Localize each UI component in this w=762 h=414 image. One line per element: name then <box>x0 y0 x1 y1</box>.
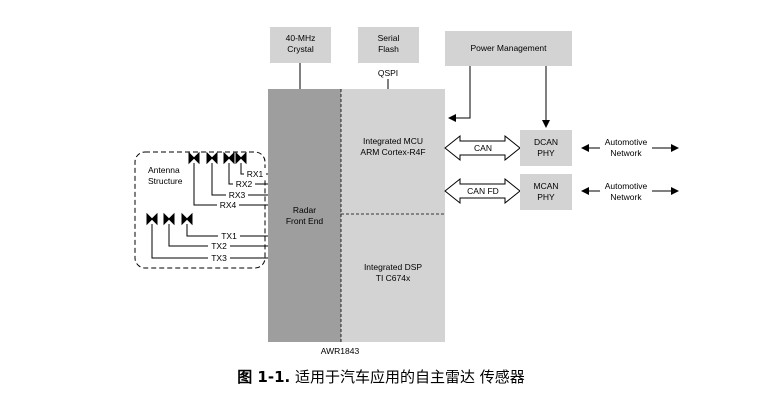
mcan-label-2: PHY <box>537 192 555 202</box>
crystal-block: 40-MHz Crystal <box>270 27 331 63</box>
figure-caption: 图 1-1. 适用于汽车应用的自主雷达 传感器 <box>0 366 762 387</box>
power-to-mcu-arrow <box>448 66 471 122</box>
dcan-phy-block: DCAN PHY <box>520 130 572 166</box>
power-label: Power Management <box>470 43 547 53</box>
dsp-label-1: Integrated DSP <box>364 262 422 272</box>
net1-label-2: Network <box>610 148 642 158</box>
net2-label-1: Automotive <box>605 181 648 191</box>
figure-number: 图 1-1. <box>237 368 291 386</box>
dsp-label-2: TI C674x <box>376 273 411 283</box>
mcan-phy-block: MCAN PHY <box>520 174 572 210</box>
rx1-label: RX1 <box>247 169 264 179</box>
tx1-label: TX1 <box>221 231 237 241</box>
rx2-label-bg <box>233 179 255 189</box>
flash-label-1: Serial <box>378 33 400 43</box>
antenna-structure-box <box>134 151 266 269</box>
mcu-label-2: ARM Cortex-R4F <box>360 147 425 157</box>
tx1-label-bg <box>218 231 240 241</box>
rx-antenna-elements <box>188 151 247 165</box>
rx4-label-bg <box>217 200 239 210</box>
can-bus-arrow: CAN <box>444 134 521 162</box>
rfe-label-2: Front End <box>286 216 324 226</box>
net2-label-2: Network <box>610 192 642 202</box>
rx3-label: RX3 <box>229 190 246 200</box>
dcan-label-2: PHY <box>537 148 555 158</box>
tx2-label-bg <box>208 241 230 251</box>
chip-label: AWR1843 <box>321 346 360 356</box>
dcan-label-1: DCAN <box>534 137 558 147</box>
mcu-label-1: Integrated MCU <box>363 136 423 146</box>
net1-label-1: Automotive <box>605 137 648 147</box>
tx-antenna-elements <box>146 212 193 226</box>
crystal-label-2: Crystal <box>287 44 314 54</box>
rx4-label: RX4 <box>220 200 237 210</box>
crystal-label-1: 40-MHz <box>286 33 316 43</box>
rx1-label-bg <box>244 168 266 178</box>
radar-front-end-block: Radar Front End <box>268 89 341 342</box>
network-arrow-2: Automotive Network <box>581 181 679 203</box>
tx2-label: TX2 <box>211 241 227 251</box>
mcan-label-1: MCAN <box>533 181 558 191</box>
canfd-bus-arrow: CAN FD <box>444 177 521 205</box>
tx3-label-bg <box>208 253 230 263</box>
mcu-dsp-block: Integrated MCU ARM Cortex-R4F Integrated… <box>340 89 445 342</box>
antenna-title-1: Antenna <box>148 165 180 175</box>
figure-title: 适用于汽车应用的自主雷达 传感器 <box>290 368 525 386</box>
flash-label-2: Flash <box>378 44 399 54</box>
network-arrow-1: Automotive Network <box>581 137 679 159</box>
tx3-label: TX3 <box>211 253 227 263</box>
can-label: CAN <box>474 143 492 153</box>
serial-flash-block: Serial Flash <box>358 27 419 63</box>
rx2-label: RX2 <box>236 179 253 189</box>
antenna-title-2: Structure <box>148 176 183 186</box>
canfd-label: CAN FD <box>467 186 499 196</box>
power-management-block: Power Management <box>445 31 572 66</box>
rfe-label-1: Radar <box>293 205 316 215</box>
rx3-label-bg <box>226 189 248 199</box>
qspi-label: QSPI <box>378 68 398 78</box>
